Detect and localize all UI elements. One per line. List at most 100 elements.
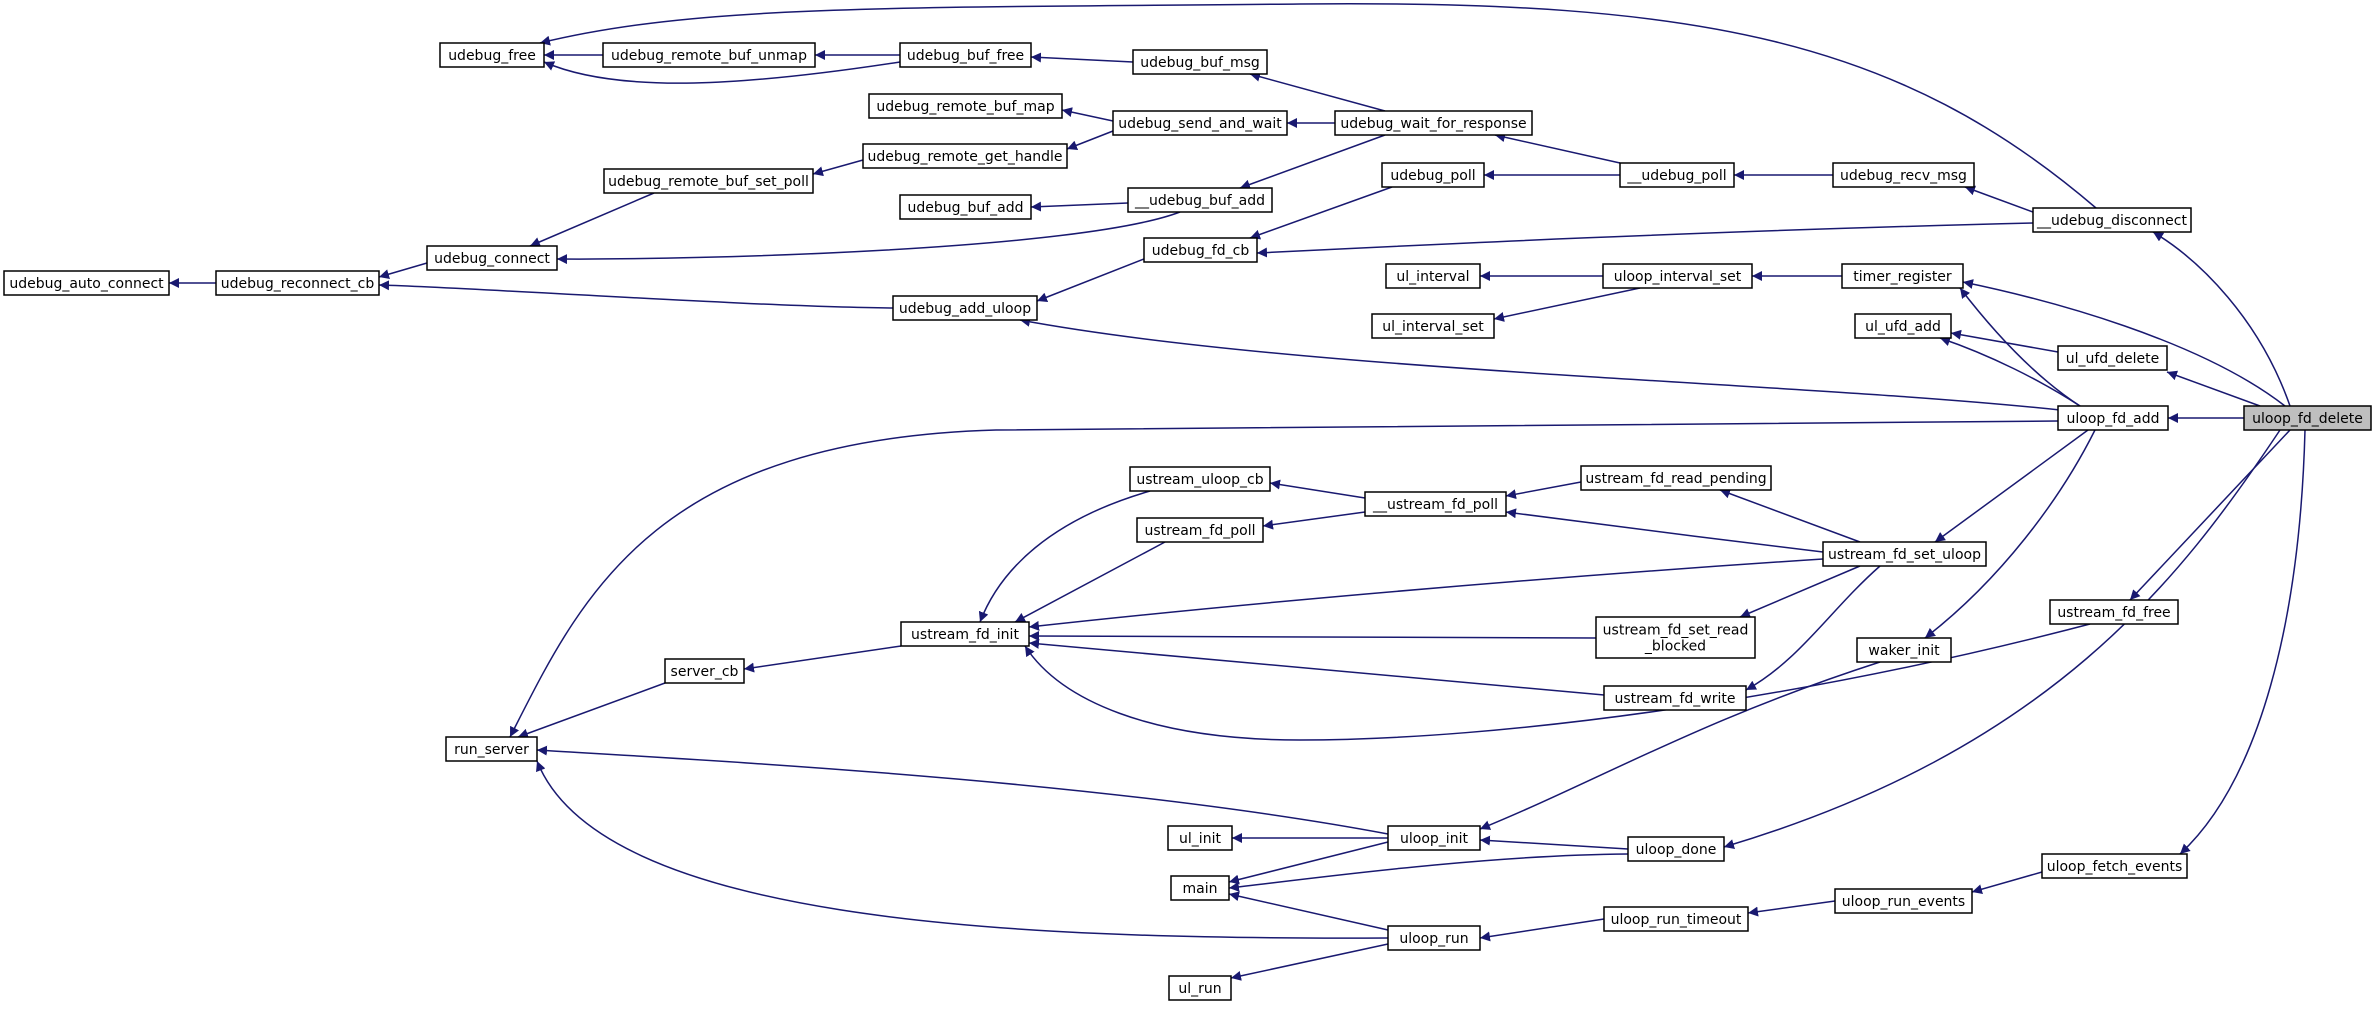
node-box (2057, 405, 2169, 431)
node-ul-init[interactable]: ul_init (1167, 825, 1233, 851)
node-ustream-fd-free[interactable]: ustream_fd_free (2049, 599, 2179, 625)
node-run-server[interactable]: run_server (445, 736, 538, 762)
edge-ustream_fd_set_uloop-to-ustream_fd_read_pending (1719, 488, 1861, 543)
node-label: uloop_init (1400, 831, 1468, 847)
node-udebug-remote-buf-map[interactable]: udebug_remote_buf_map (868, 93, 1063, 119)
edge-udebug_buf_msg-to-udebug_buf_free (1030, 52, 1134, 63)
node-box (603, 168, 814, 194)
node-ul-run[interactable]: ul_run (1168, 975, 1232, 1001)
edge-uloop_fd_add-to-run_server (509, 420, 2059, 738)
node-label: ustream_uloop_cb (1136, 472, 1263, 488)
edge-ustream_fd_read_pending-to-__ustream_fd_poll (1505, 481, 1582, 500)
node-label: ustream_fd_init (911, 627, 1019, 643)
node-uloop-interval-set[interactable]: uloop_interval_set (1602, 263, 1753, 289)
node-ustream-fd-set-uloop[interactable]: ustream_fd_set_uloop (1822, 541, 1987, 567)
node-label: udebug_buf_msg (1140, 55, 1260, 71)
node-udebug-buf-free[interactable]: udebug_buf_free (899, 42, 1032, 68)
node-timer-register[interactable]: timer_register (1841, 263, 1964, 289)
node-udebug-auto-connect[interactable]: udebug_auto_connect (3, 270, 170, 296)
node-label: udebug_buf_add (907, 200, 1023, 216)
edge-uloop_done-to-main (1228, 853, 1629, 892)
edge-__udebug_buf_add-to-udebug_connect (556, 211, 1181, 265)
node-box (1132, 49, 1268, 75)
node-box (1385, 263, 1481, 289)
node-udebug-fd-cb[interactable]: udebug_fd_cb (1143, 237, 1258, 263)
node-label: __udebug_poll (1626, 168, 1726, 184)
node-uloop-run-events[interactable]: uloop_run_events (1834, 888, 1973, 914)
node-label: udebug_remote_buf_map (876, 99, 1054, 115)
node-box (215, 270, 380, 296)
edge-udebug_send_and_wait-to-udebug_remote_buf_map (1061, 107, 1114, 122)
node-ul-ufd-add[interactable]: ul_ufd_add (1854, 313, 1952, 339)
node-box (1832, 162, 1975, 188)
node-main[interactable]: main (1170, 875, 1230, 901)
node-uloop-fd-add[interactable]: uloop_fd_add (2057, 405, 2169, 431)
node-udebug-add-uloop[interactable]: udebug_add_uloop (892, 295, 1038, 321)
node-label: udebug_remote_get_handle (867, 149, 1062, 165)
node-waker-init[interactable]: waker_init (1856, 637, 1952, 663)
node-udebug-buf-msg[interactable]: udebug_buf_msg (1132, 49, 1268, 75)
node-label: uloop_interval_set (1614, 269, 1742, 285)
node-box (1371, 313, 1495, 339)
node-label: timer_register (1853, 269, 1952, 285)
node-box (1387, 925, 1481, 951)
node-udebug-connect[interactable]: udebug_connect (426, 245, 558, 271)
edge-uloop_run-to-main (1228, 891, 1389, 931)
node-udebug-buf-add[interactable]: udebug_buf_add (899, 194, 1032, 220)
node-uloop-run-timeout[interactable]: uloop_run_timeout (1603, 906, 1749, 932)
edge-__ustream_fd_poll-to-ustream_uloop_cb (1269, 479, 1366, 499)
node-label: uloop_run_timeout (1611, 912, 1742, 928)
node-ustream-uloop-cb[interactable]: ustream_uloop_cb (1129, 466, 1271, 492)
node-udebug-wait-for-response[interactable]: udebug_wait_for_response (1334, 110, 1533, 136)
node-udebug-remote-get-handle[interactable]: udebug_remote_get_handle (862, 143, 1068, 169)
node-label: uloop_run_events (1842, 894, 1965, 910)
node-box (899, 194, 1032, 220)
node---udebug-poll[interactable]: __udebug_poll (1619, 162, 1735, 188)
node-uloop-run[interactable]: uloop_run (1387, 925, 1481, 951)
node-label: udebug_fd_cb (1152, 243, 1250, 259)
node-box (664, 658, 745, 684)
node-ul-interval-set[interactable]: ul_interval_set (1371, 313, 1495, 339)
node---udebug-buf-add[interactable]: __udebug_buf_add (1127, 187, 1273, 213)
node-label: __ustream_fd_poll (1372, 497, 1498, 513)
node-box (1170, 875, 1230, 901)
node---ustream-fd-poll[interactable]: __ustream_fd_poll (1364, 491, 1507, 517)
node-label: ustream_fd_write (1615, 691, 1736, 707)
node-ustream-fd-write[interactable]: ustream_fd_write (1603, 685, 1747, 711)
node-udebug-remote-buf-set-poll[interactable]: udebug_remote_buf_set_poll (603, 168, 814, 194)
node-udebug-remote-buf-unmap[interactable]: udebug_remote_buf_unmap (602, 42, 816, 68)
node-ustream-fd-poll[interactable]: ustream_fd_poll (1136, 517, 1264, 543)
node-box (426, 245, 558, 271)
node-uloop-done[interactable]: uloop_done (1627, 836, 1725, 862)
node-label: udebug_wait_for_response (1340, 116, 1526, 132)
edge-ustream_fd_write-to-ustream_fd_init (1028, 638, 1605, 696)
node-ul-ufd-delete[interactable]: ul_ufd_delete (2057, 345, 2168, 371)
node-box (445, 736, 538, 762)
node-box (1129, 466, 1271, 492)
node-server-cb[interactable]: server_cb (664, 658, 745, 684)
node-udebug-reconnect-cb[interactable]: udebug_reconnect_cb (215, 270, 380, 296)
node-uloop-fd-delete[interactable]: uloop_fd_delete (2243, 405, 2372, 431)
node-box (2243, 405, 2372, 431)
node---udebug-disconnect[interactable]: __udebug_disconnect (2032, 207, 2192, 233)
node-ustream-fd-init[interactable]: ustream_fd_init (900, 621, 1030, 647)
node-ustream-fd-read-pending[interactable]: ustream_fd_read_pending (1580, 465, 1772, 491)
node-ustream-fd-set-read-blocked[interactable]: ustream_fd_set_read_blocked (1595, 616, 1756, 659)
edge-uloop_run-to-run_server (536, 760, 1389, 939)
node-box (1136, 517, 1264, 543)
node-box (1619, 162, 1735, 188)
node-udebug-send-and-wait[interactable]: udebug_send_and_wait (1112, 110, 1288, 136)
node-uloop-init[interactable]: uloop_init (1387, 825, 1481, 851)
node-label: waker_init (1868, 643, 1940, 659)
node-label: uloop_done (1636, 842, 1717, 858)
node-uloop-fetch-events[interactable]: uloop_fetch_events (2041, 853, 2188, 879)
node-box (1627, 836, 1725, 862)
node-udebug-recv-msg[interactable]: udebug_recv_msg (1832, 162, 1975, 188)
edge-ustream_fd_free-to-ustream_fd_init (1024, 623, 2091, 741)
node-box (1856, 637, 1952, 663)
node-udebug-poll[interactable]: udebug_poll (1381, 162, 1485, 188)
node-label: ul_init (1179, 831, 1221, 847)
node-udebug-free[interactable]: udebug_free (439, 42, 545, 68)
node-ul-interval[interactable]: ul_interval (1385, 263, 1481, 289)
node-label: ustream_fd_set_read (1603, 623, 1749, 639)
